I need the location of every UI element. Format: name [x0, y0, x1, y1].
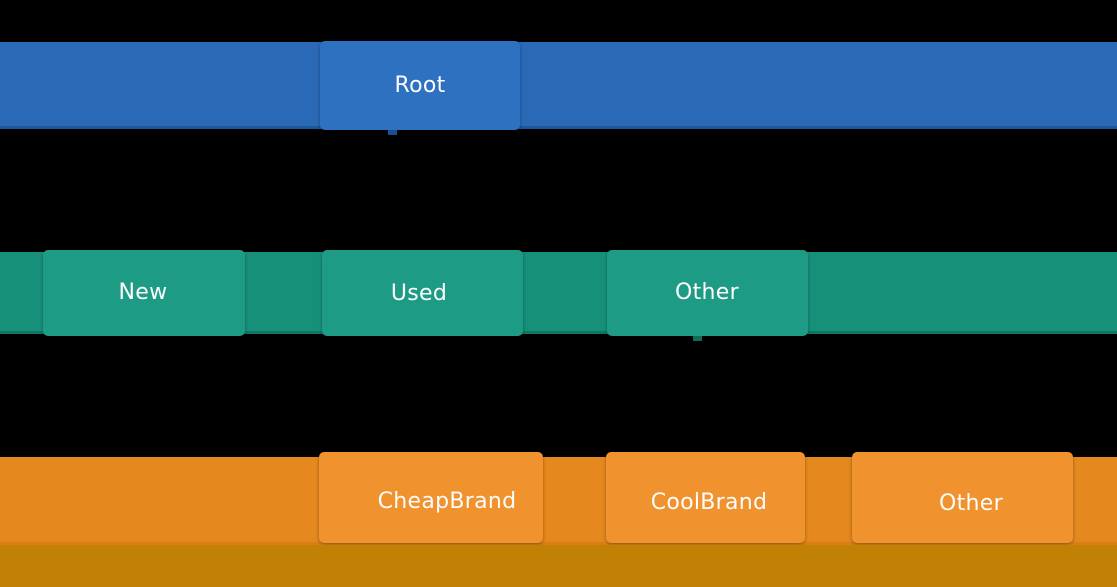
node-condition-level-new[interactable] [43, 250, 245, 336]
node-condition-level-used[interactable] [322, 250, 523, 336]
node-brand-level-other[interactable] [852, 452, 1073, 543]
node-brand-level-coolbrand[interactable] [606, 452, 805, 543]
node-brand-level-cheapbrand[interactable] [319, 452, 543, 543]
truncated-next-level-strip [0, 545, 1117, 587]
connector-stub-root [388, 130, 397, 135]
node-root-level-root[interactable] [320, 41, 520, 130]
node-condition-level-other[interactable] [607, 250, 808, 336]
connector-stub-other [693, 336, 702, 341]
root-level-bar [0, 42, 1117, 129]
